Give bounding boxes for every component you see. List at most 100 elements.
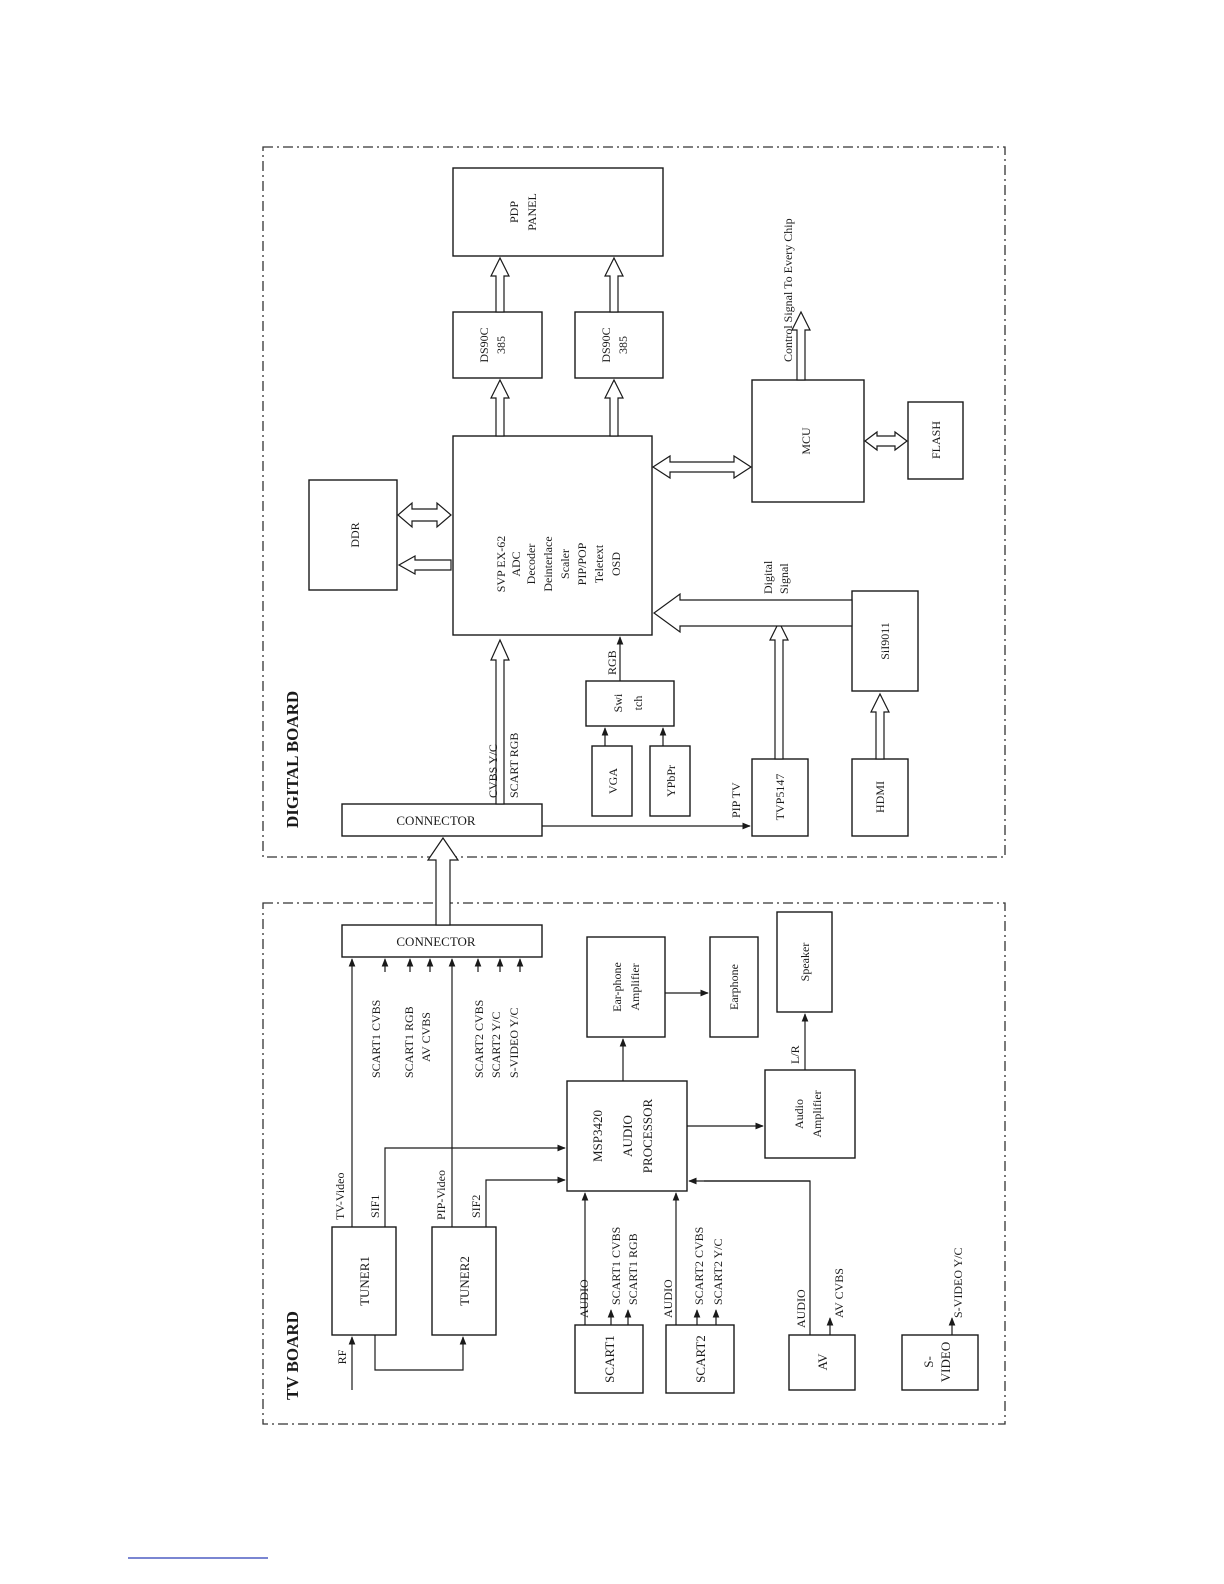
hdmi-to-sii-arrow	[870, 692, 890, 760]
digital-board-title: DIGITAL BOARD	[283, 691, 302, 828]
tuner2-block: TUNER2	[431, 1226, 497, 1336]
svg-text:PROCESSOR: PROCESSOR	[640, 1098, 655, 1173]
scart2-yc-label: SCART2 Y/C	[711, 1238, 725, 1305]
svg-text:VGA: VGA	[606, 768, 620, 794]
svg-text:tch: tch	[631, 696, 645, 711]
scart1-cvbs-label: SCART1 CVBS	[609, 1227, 623, 1305]
svg-text:SiI9011: SiI9011	[878, 622, 892, 660]
svp-mcu-bidirectional-arrow	[651, 454, 753, 480]
digital-signal-bus-arrow	[652, 592, 853, 634]
digital-signal-label-1: Digital	[761, 560, 775, 594]
scart1-block: SCART1	[574, 1324, 644, 1394]
svp-ex62-block: SVP EX-62 ADC Decoder Deinterlace Scaler…	[452, 435, 653, 636]
hdmi-block: HDMI	[851, 758, 909, 837]
svg-text:SCART2: SCART2	[693, 1335, 708, 1383]
tv-board-region	[262, 902, 1006, 1425]
tvp5147-block: TVP5147	[751, 758, 809, 837]
lr-label: L/R	[788, 1045, 802, 1064]
control-signal-arrow	[791, 310, 811, 381]
pip-tv-label: PIP TV	[729, 782, 743, 818]
av-block: AV	[788, 1334, 856, 1391]
svg-text:TVP5147: TVP5147	[773, 774, 787, 821]
rf-label: RF	[335, 1349, 349, 1364]
svideo-yc-label: S-VIDEO Y/C	[951, 1247, 965, 1318]
scart-rgb-label: SCART RGB	[507, 733, 521, 798]
connector-to-svp-bus-arrow	[490, 638, 510, 805]
svg-text:TUNER2: TUNER2	[457, 1256, 472, 1306]
svg-text:Decoder: Decoder	[524, 544, 538, 585]
svg-text:PDP: PDP	[507, 201, 521, 223]
svg-text:Teletext: Teletext	[592, 544, 606, 583]
board-interconnect-bus-arrow	[426, 836, 460, 926]
svg-text:CONNECTOR: CONNECTOR	[396, 934, 476, 949]
av-audio-arrow	[688, 1177, 811, 1335]
svg-text:MSP3420: MSP3420	[590, 1110, 605, 1162]
svp-to-ddr-arrow	[397, 554, 452, 576]
scart2-block: SCART2	[665, 1324, 735, 1394]
svg-text:385: 385	[616, 336, 630, 354]
sif2-label: SIF2	[469, 1195, 483, 1218]
conn-scart1-rgb-label: SCART1 RGB	[402, 1006, 416, 1078]
svg-text:AUDIO: AUDIO	[620, 1115, 635, 1157]
ds90c-upper-to-pdp-arrow	[490, 256, 510, 313]
svg-text:YPbPr: YPbPr	[664, 765, 678, 797]
svg-text:Scaler: Scaler	[558, 549, 572, 579]
svg-text:SVP EX-62: SVP EX-62	[494, 536, 508, 593]
ds90c385-upper-block: DS90C 385	[452, 311, 543, 379]
switch-block: Swi tch	[585, 680, 675, 727]
svg-text:Earphone: Earphone	[727, 964, 741, 1010]
svg-text:385: 385	[494, 336, 508, 354]
sif1-arrow	[384, 1144, 566, 1227]
svg-text:CONNECTOR: CONNECTOR	[396, 813, 476, 828]
pdp-panel-block: PDP PANEL	[452, 167, 664, 257]
svg-text:Ear-phone: Ear-phone	[610, 962, 624, 1012]
svg-text:TUNER1: TUNER1	[357, 1256, 372, 1306]
speaker-block: Speaker	[776, 911, 833, 1013]
svg-text:Speaker: Speaker	[798, 943, 812, 982]
ypbpr-block: YPbPr	[649, 745, 691, 817]
scart1-rgb-label: SCART1 RGB	[626, 1233, 640, 1305]
av-cvbs-label: AV CVBS	[832, 1268, 846, 1318]
svp-to-ds90c-upper-arrow	[490, 378, 510, 437]
svg-text:HDMI: HDMI	[873, 781, 887, 813]
mcu-flash-bidirectional-arrow	[864, 430, 908, 452]
vga-block: VGA	[591, 745, 633, 817]
conn-scart2-cvbs-label: SCART2 CVBS	[472, 1000, 486, 1078]
svp-to-ds90c-lower-arrow	[604, 378, 624, 437]
svg-text:SCART1: SCART1	[602, 1335, 617, 1383]
svg-text:DDR: DDR	[348, 522, 362, 547]
sif1-label: SIF1	[368, 1195, 382, 1218]
scart2-audio-label: AUDIO	[661, 1279, 675, 1318]
svg-text:ADC: ADC	[509, 551, 523, 576]
svg-text:FLASH: FLASH	[929, 421, 943, 459]
svg-text:Amplifier: Amplifier	[628, 963, 642, 1010]
digital-board-region	[262, 146, 1006, 858]
earphone-amplifier-block: Ear-phone Amplifier	[586, 936, 666, 1038]
svg-text:S-: S-	[921, 1356, 936, 1368]
scart1-audio-label: AUDIO	[577, 1279, 591, 1318]
conn-scart1-cvbs-label: SCART1 CVBS	[369, 1000, 383, 1078]
tv-connector-block: CONNECTOR	[341, 924, 543, 958]
svg-text:Deinterlace: Deinterlace	[541, 536, 555, 591]
cvbs-yc-label: CVBS Y/C	[486, 744, 500, 798]
svg-text:PANEL: PANEL	[525, 193, 539, 231]
sii9011-block: SiI9011	[851, 590, 919, 692]
svg-text:DS90C: DS90C	[599, 327, 613, 362]
scart2-cvbs-label: SCART2 CVBS	[692, 1227, 706, 1305]
svg-text:MCU: MCU	[799, 427, 813, 455]
ddr-block: DDR	[308, 479, 398, 591]
tuner1-block: TUNER1	[331, 1226, 397, 1336]
svg-text:Audio: Audio	[792, 1099, 806, 1129]
msp3420-audio-processor-block: MSP3420 AUDIO PROCESSOR	[566, 1080, 688, 1192]
sif2-arrow	[485, 1176, 566, 1227]
tv-video-label: TV-Video	[333, 1173, 347, 1221]
mcu-block: MCU	[751, 379, 865, 503]
svg-text:PIP/POP: PIP/POP	[575, 542, 589, 585]
flash-block: FLASH	[907, 401, 964, 480]
audio-amplifier-block: Audio Amplifier	[764, 1069, 856, 1159]
svg-text:Swi: Swi	[611, 693, 625, 712]
svideo-block: S- VIDEO	[901, 1334, 979, 1391]
pip-video-label: PIP-Video	[434, 1170, 448, 1220]
svg-text:OSD: OSD	[609, 552, 623, 576]
